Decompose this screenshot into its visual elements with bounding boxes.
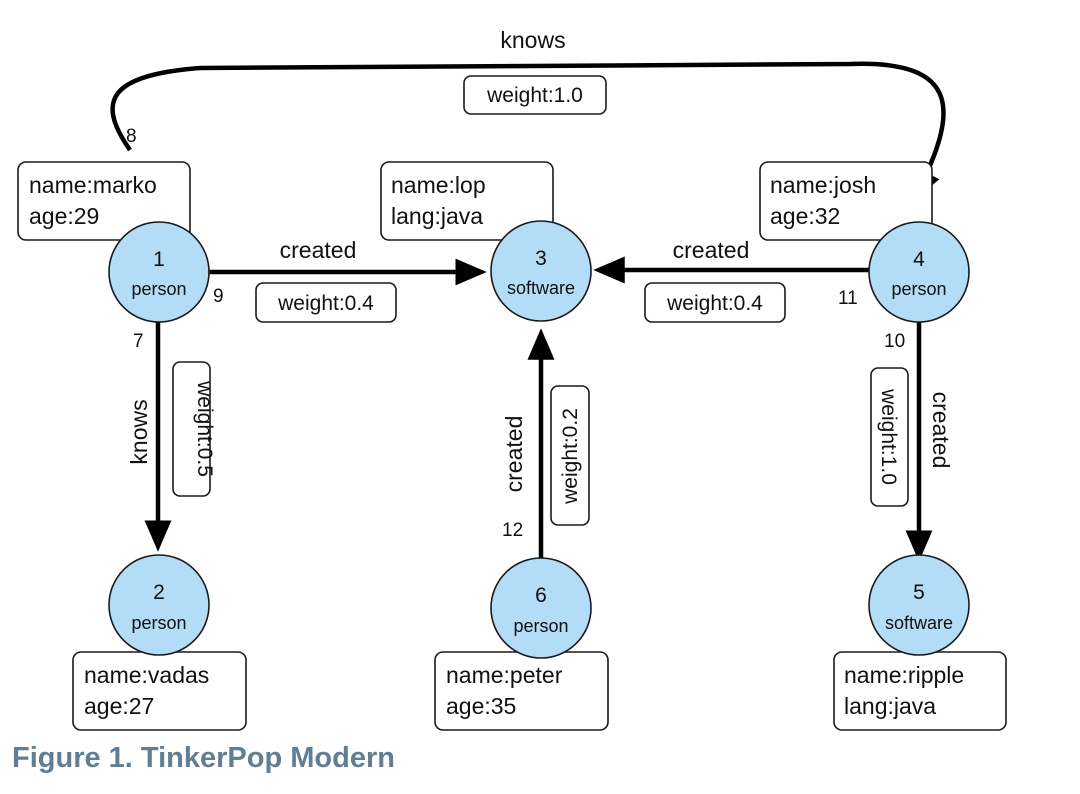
svg-text:age:27: age:27 (84, 693, 154, 719)
svg-text:name:ripple: name:ripple (844, 662, 964, 688)
edge-9-id: 9 (213, 286, 224, 307)
svg-text:person: person (131, 279, 186, 299)
edge-10-weight-box (870, 367, 909, 507)
vertex-6-props: name:peter age:35 (434, 651, 609, 731)
edge-12-weight: weight:0.2 (559, 408, 582, 505)
edge-10-label: created (928, 392, 954, 469)
svg-text:name:vadas: name:vadas (84, 662, 209, 688)
svg-text:age:29: age:29 (29, 203, 99, 229)
vertex-1: 1 person (108, 221, 210, 323)
svg-text:6: 6 (535, 584, 547, 607)
svg-text:3: 3 (535, 247, 547, 270)
edge-11-id: 11 (838, 288, 858, 309)
svg-text:name:marko: name:marko (29, 172, 157, 198)
svg-text:software: software (507, 278, 575, 298)
svg-text:person: person (131, 613, 186, 633)
vertex-4: 4 person (868, 221, 970, 323)
edge-7-id: 7 (133, 331, 144, 352)
svg-text:1: 1 (153, 248, 165, 271)
vertex-3-props: name:lop lang:java (380, 161, 554, 241)
svg-text:lang:java: lang:java (844, 693, 936, 719)
svg-text:person: person (513, 616, 568, 636)
svg-text:person: person (891, 279, 946, 299)
vertex-2: 2 person (108, 554, 210, 656)
svg-text:age:32: age:32 (770, 203, 840, 229)
figure-caption: Figure 1. TinkerPop Modern (12, 742, 395, 774)
svg-text:5: 5 (913, 581, 925, 604)
svg-text:lang:java: lang:java (391, 203, 483, 229)
vertex-4-props: name:josh age:32 (759, 161, 933, 241)
vertex-6: 6 person (490, 557, 592, 659)
edge-11-weight-box (644, 282, 786, 323)
svg-text:2: 2 (153, 581, 165, 604)
svg-text:name:peter: name:peter (446, 662, 563, 688)
edge-12-id: 12 (502, 520, 523, 541)
edge-10-id: 10 (884, 331, 905, 352)
svg-text:age:35: age:35 (446, 693, 516, 719)
vertex-3: 3 software (490, 220, 592, 322)
edge-9-weight-box (255, 282, 397, 323)
vertex-2-props: name:vadas age:27 (72, 651, 247, 731)
vertex-5-props: name:ripple lang:java (833, 651, 1007, 731)
vertex-1-props: name:marko age:29 (17, 161, 191, 241)
svg-text:4: 4 (913, 248, 925, 271)
edge-9-label: created (280, 237, 357, 263)
edge-12-weight-box (550, 385, 590, 526)
svg-text:software: software (885, 613, 953, 633)
vertex-5: 5 software (868, 554, 970, 656)
svg-text:name:lop: name:lop (391, 172, 486, 198)
edge-10-weight: weight:1.0 (877, 388, 900, 485)
edge-7-label: knows (126, 399, 152, 464)
edge-8-line (110, 61, 946, 201)
edge-11-weight: weight:0.4 (666, 292, 763, 315)
edge-8-weight: weight:1.0 (486, 84, 583, 107)
edge-8-label: knows (500, 27, 565, 53)
edge-9-weight: weight:0.4 (277, 292, 374, 315)
edge-8-weight-box (463, 75, 607, 115)
svg-text:name:josh: name:josh (770, 172, 876, 198)
edge-7-weight: weight:0.5 (193, 380, 216, 477)
edge-7-weight-box (172, 361, 211, 497)
edge-12-label: created (501, 416, 527, 493)
edge-8-id: 8 (126, 126, 137, 147)
edge-11-label: created (673, 237, 750, 263)
